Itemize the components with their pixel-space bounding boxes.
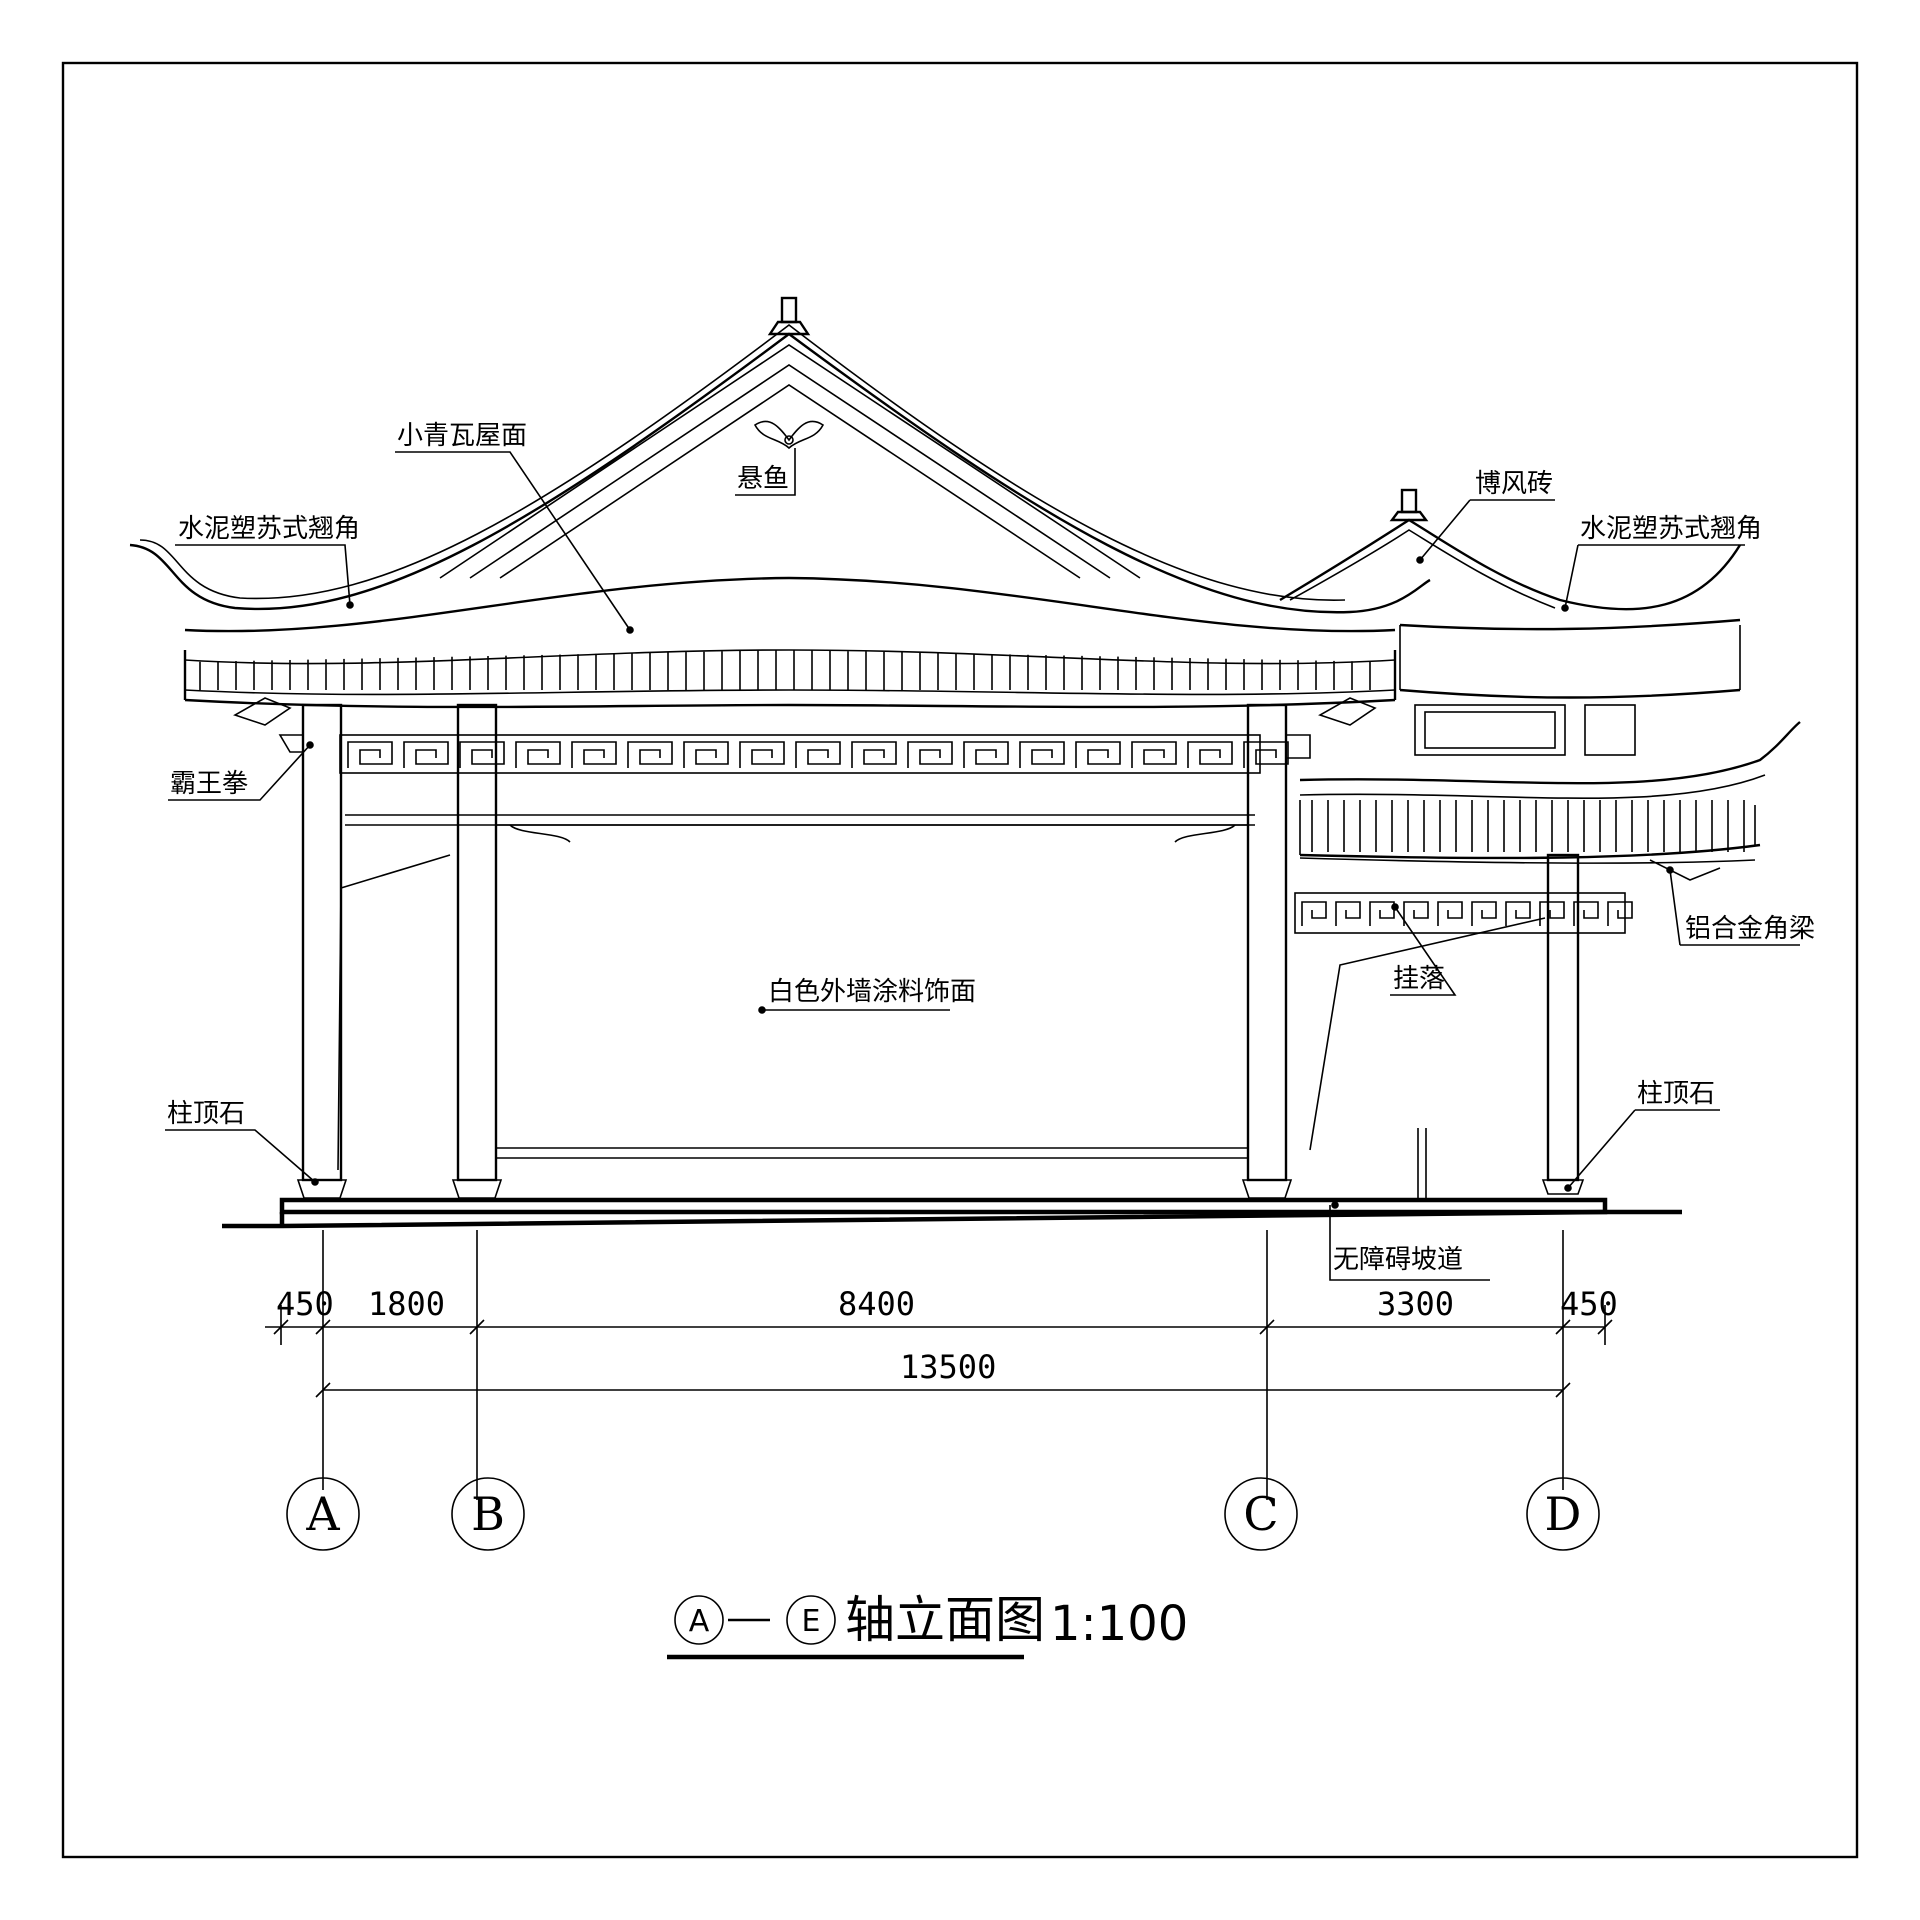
label-cement-corner-right: 水泥塑苏式翘角: [1580, 514, 1762, 544]
dim-total: 13500: [900, 1348, 996, 1386]
dim-segment-4: 3300: [1377, 1285, 1454, 1323]
label-roof-tiles: 小青瓦屋面: [397, 421, 527, 451]
leader-lines: [165, 448, 1800, 1281]
label-hanging-fish: 悬鱼: [737, 464, 789, 494]
hanging-fish-ornament: [753, 420, 825, 450]
white-wall-panel: [496, 824, 1248, 1159]
dimension-lines: [265, 1230, 1613, 1500]
dim-segment-1: 450: [276, 1285, 334, 1323]
drawing-title: A E 轴立面图 1:100: [667, 1591, 1188, 1660]
lower-roof-tile-lines: [1311, 800, 1745, 852]
dim-segment-5: 450: [1560, 1285, 1618, 1323]
label-column-stone-left: 柱顶石: [167, 1099, 245, 1129]
dim-segment-3: 8400: [838, 1285, 915, 1323]
axis-bubbles: A B C D: [286, 1477, 1600, 1551]
label-bawang-bracket: 霸王拳: [170, 769, 248, 799]
label-column-stone-right: 柱顶石: [1637, 1079, 1715, 1109]
axis-label-c: C: [1243, 1487, 1278, 1541]
axis-label-b: B: [471, 1487, 505, 1541]
side-lattice: [1294, 892, 1633, 934]
annotation-labels: 小青瓦屋面 悬鱼 博风砖 水泥塑苏式翘角 水泥塑苏式翘角 霸王拳 白色外墙涂料饰…: [167, 421, 1815, 1275]
label-ramp: 无障碍坡道: [1333, 1245, 1463, 1275]
roof-tile-lines: [199, 650, 1371, 690]
side-roof: [1279, 488, 1742, 756]
ground-plinth: [222, 1128, 1682, 1229]
title-axis-end: E: [802, 1604, 821, 1639]
axis-label-d: D: [1545, 1487, 1582, 1541]
main-roof: [129, 296, 1431, 726]
title-text: 轴立面图: [845, 1591, 1045, 1649]
label-wind-brick: 博风砖: [1475, 469, 1553, 499]
label-white-paint: 白色外墙涂料饰面: [768, 977, 976, 1007]
drawing-border: [61, 61, 1859, 1859]
title-axis-start: A: [689, 1604, 710, 1639]
title-scale: 1:100: [1050, 1596, 1188, 1652]
label-alu-corner-beam: 铝合金角梁: [1685, 914, 1815, 944]
dim-segment-2: 1800: [368, 1285, 445, 1323]
meander-frieze: [339, 734, 1289, 774]
axis-label-a: A: [305, 1487, 340, 1541]
label-hanging-lattice: 挂落: [1393, 964, 1445, 994]
label-cement-corner-left: 水泥塑苏式翘角: [178, 514, 360, 544]
dimension-values: 450 1800 8400 3300 450 13500: [276, 1285, 1618, 1386]
lower-side-roof: [1299, 721, 1801, 881]
